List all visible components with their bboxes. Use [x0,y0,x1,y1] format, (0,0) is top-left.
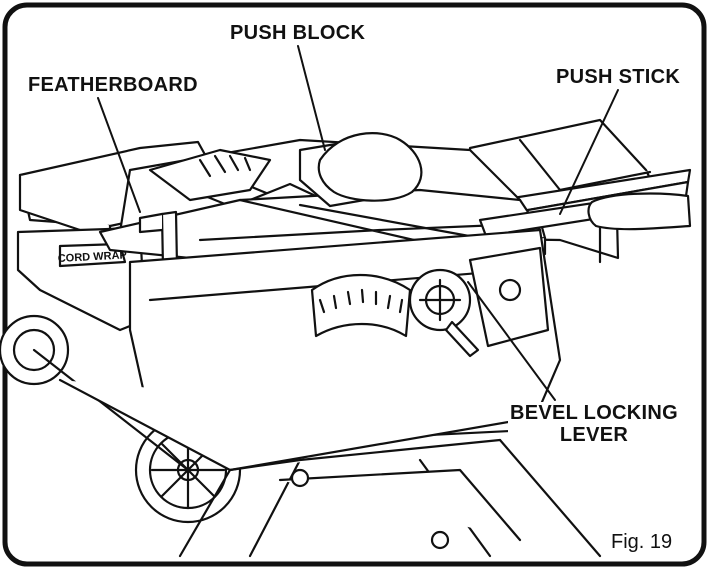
label-bevel-locking-lever: BEVEL LOCKING LEVER [508,402,680,446]
hand-right [587,192,692,231]
bevel-locking-lever [444,320,480,358]
hand-left [317,132,423,202]
stand-legs [178,438,602,558]
label-bevel-line2: LEVER [559,424,629,446]
leader-push-block [297,45,326,151]
label-push-stick: PUSH STICK [554,66,683,88]
bevel-scale [310,274,412,338]
leader-featherboard [97,97,141,213]
leader-push-stick [559,89,619,215]
label-bevel-line1: BEVEL LOCKING [510,402,678,424]
cord-wrap-label: CORD WRAP [58,249,128,265]
figure-number: Fig. 19 [611,531,673,553]
label-featherboard: FEATHERBOARD [26,74,200,96]
leader-bevel-lever [467,281,556,401]
label-push-block: PUSH BLOCK [228,22,368,44]
